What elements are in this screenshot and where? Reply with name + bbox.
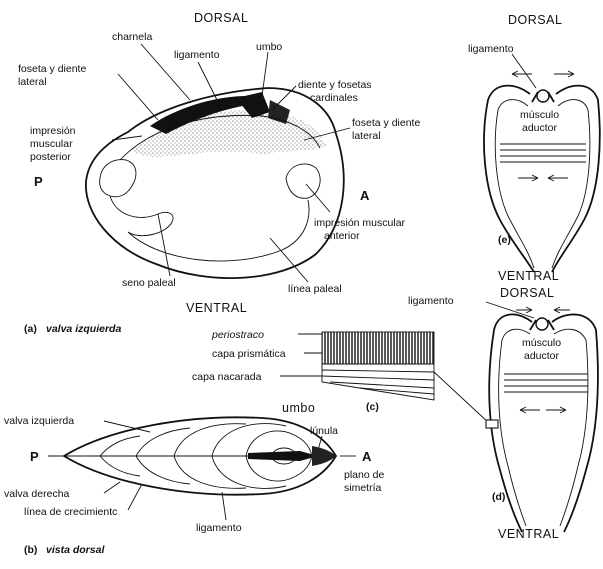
lunula-label: lúnula [310,425,338,437]
diente-cardinal-2: cardinales [310,92,358,104]
pallial-line [110,196,309,261]
lunule [312,446,336,466]
arrow-d-bottom-right [546,407,566,413]
p-label-b: P [30,449,39,464]
plano-label-1: plano de [344,469,384,481]
caption-letter-b: (b) [24,544,37,556]
dorsal-label-d: DORSAL [500,286,554,300]
caption-b: vista dorsal [46,544,105,556]
musculo-label-e-1: músculo [520,109,559,121]
panel-c-shell-layers: periostraco capa prismática capa nacarad… [192,329,490,424]
ventral-label-a: VENTRAL [186,301,247,315]
panel-e-label: (e) [498,234,511,246]
umbo-label-b: umbo [282,401,315,415]
impresion-posterior-3: posterior [30,151,71,163]
arrow-e-bottom-right [548,175,568,181]
arrow-d-top-right [554,307,570,313]
dorsal-label-a: DORSAL [194,11,248,25]
musculo-label-d-1: músculo [522,337,561,349]
dorsal-ligament [248,451,318,461]
foseta-lateral-right-1: foseta y diente [352,117,420,129]
posterior-muscle-scar [100,160,136,197]
musculo-label-e-2: aductor [522,122,558,134]
valva-derecha-label: valva derecha [4,488,70,500]
linea-paleal-label: línea paleal [288,283,342,295]
linea-crecimiento-label: línea de crecimientc [24,506,117,518]
valva-izquierda-label: valva izquierda [4,415,74,427]
plano-label-2: simetría [344,482,382,494]
p-label-a: P [34,174,43,189]
umbo-label-a: umbo [256,41,282,53]
ligament-e [537,90,549,102]
ventral-label-d: VENTRAL [498,527,559,541]
diente-cardinal-1: diente y fosetas [298,79,372,91]
panel-a-left-valve: DORSAL VENTRAL P A charnela ligamento um… [18,11,420,335]
musculo-label-d-2: aductor [524,350,560,362]
foseta-lateral-left-1: foseta y diente [18,63,86,75]
caption-a: valva izquierda [46,323,121,335]
ligament-d [536,318,548,330]
panel-d-label: (d) [492,491,505,503]
impresion-anterior-2: anterior [324,230,360,242]
nacreous-layer [322,364,434,400]
anterior-muscle-scar [286,164,320,198]
charnela-label: charnela [112,31,152,43]
arrow-e-top-right [554,71,574,77]
foseta-lateral-right-2: lateral [352,130,381,142]
ligamento-label-e: ligamento [468,43,514,55]
ligamento-label-a: ligamento [174,49,220,61]
impresion-anterior-1: impresión muscular [314,217,406,229]
arrow-d-bottom-left [520,407,540,413]
arrow-d-top-left [516,307,532,313]
impresion-posterior-2: muscular [30,138,73,150]
panel-e-cross-section-closed: DORSAL ligamento músculo aductor (e) VEN… [468,13,600,283]
capa-prismatica-label: capa prismática [212,348,286,360]
panel-d-cross-section-open: DORSAL ligamento músculo aductor (d) VEN… [408,286,598,541]
ligamento-label-b: ligamento [196,522,242,534]
a-label-a: A [360,188,370,203]
arrow-e-top-left [512,71,532,77]
valve-e-right [552,86,600,272]
a-label-b: A [362,449,372,464]
prismatic-layer [322,332,434,364]
periostraco-label: periostraco [211,329,264,341]
capa-nacarada-label: capa nacarada [192,371,262,383]
arrow-e-bottom-left [518,175,538,181]
panel-c-label: (c) [366,401,379,413]
impresion-posterior-1: impresión [30,125,76,137]
hinge-stipple [132,110,326,157]
shell-sample-box [486,420,498,428]
ligamento-label-d: ligamento [408,295,454,307]
seno-paleal-label: seno paleal [122,277,176,289]
foseta-lateral-left-2: lateral [18,76,47,88]
panel-b-dorsal-view: umbo valva izquierda lúnula P A plano de… [4,401,384,556]
caption-letter-a: (a) [24,323,37,335]
ventral-label-e: VENTRAL [498,269,559,283]
dorsal-label-e: DORSAL [508,13,562,27]
